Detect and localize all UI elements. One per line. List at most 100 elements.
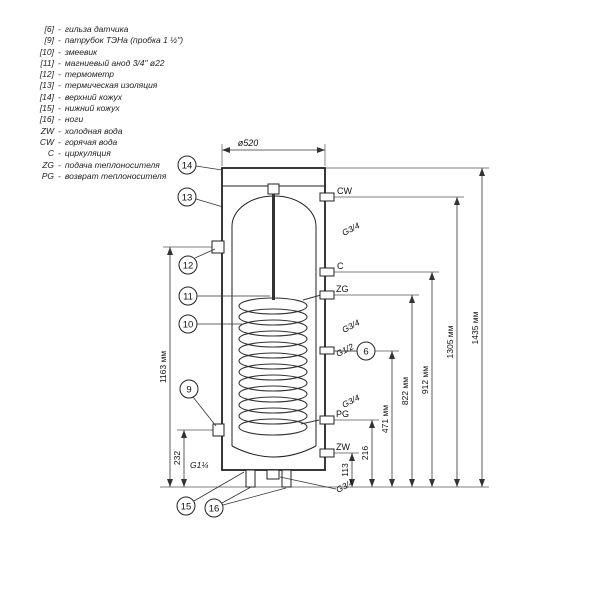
cw-stub	[319, 192, 335, 202]
heating-coil	[238, 294, 322, 436]
legend-row: CW-горячая вода	[28, 137, 183, 148]
legend-row: [14]-верхний кожух	[28, 92, 183, 103]
legend-row: ZW-холодная вода	[28, 126, 183, 137]
legend-key: ZW	[40, 125, 54, 136]
legend-row: [6]-гильза датчика	[28, 24, 183, 35]
callout-6-number: 6	[363, 347, 368, 358]
dim-c-height: 912 мм	[420, 366, 430, 394]
legend-dash: -	[58, 91, 61, 102]
dim-heater-height: 232	[172, 451, 182, 465]
legend-row: [11]-магниевый анод 3/4" ø22	[28, 58, 183, 69]
thread-g12-sensor: G1/2	[334, 341, 355, 359]
legend-key: PG	[41, 170, 54, 181]
legend-key: C	[47, 148, 54, 159]
callout-10-number: 10	[183, 320, 194, 331]
dim-thermometer-height: 1163 мм	[158, 351, 168, 383]
legend-label: магниевый анод 3/4" ø22	[64, 57, 165, 68]
legend-row: [12]-термометр	[28, 69, 183, 80]
legend-label: возврат теплоносителя	[64, 170, 167, 181]
legend-label: нижний кожух	[64, 103, 120, 114]
callout-11: 11	[178, 286, 198, 306]
zg-stub	[319, 290, 335, 300]
coil-supply-pipe	[302, 294, 322, 301]
zw-stub	[319, 448, 335, 458]
callout-balloons: 14 13 12 11 10 9	[176, 155, 376, 518]
c-stub	[319, 267, 335, 277]
callout-13-number: 13	[182, 193, 193, 204]
anode-plug	[267, 183, 280, 195]
legend-dash: -	[58, 114, 61, 125]
thread-g34-zg: G3/4	[340, 317, 361, 335]
legend-row: PG-возврат теплоносителя	[28, 171, 183, 182]
legend-key: [15]	[39, 103, 54, 114]
legend-row: [10]-змеевик	[28, 47, 183, 58]
connection-labels: CW C ZG PG ZW	[336, 186, 352, 452]
bottom-drain-stub	[266, 469, 280, 480]
callout-14: 14	[177, 155, 197, 175]
zw-label: ZW	[336, 442, 350, 452]
callout-leaders	[192, 165, 357, 506]
legend-label: горячая вода	[64, 136, 118, 147]
callout-6: 6	[356, 341, 376, 361]
callout-9: 9	[179, 379, 199, 399]
zg-label: ZG	[336, 284, 349, 294]
dim-sensor-height: 471 мм	[380, 405, 390, 433]
legend: [6]-гильза датчика [9]-патрубок ТЭНа (пр…	[28, 24, 183, 182]
legend-row: [15]-нижний кожух	[28, 103, 183, 114]
sensor-sleeve-stub	[319, 346, 335, 355]
callout-9-number: 9	[186, 385, 191, 396]
legend-dash: -	[58, 125, 61, 136]
legend-dash: -	[58, 170, 61, 181]
callout-16-number: 16	[209, 504, 220, 515]
legend-dash: -	[58, 57, 61, 68]
legend-dash: -	[58, 69, 61, 80]
legend-dash: -	[58, 159, 61, 170]
legend-label: термометр	[64, 69, 115, 80]
dim-zw-height: 113	[340, 463, 350, 477]
coil-return-pipe	[300, 419, 320, 425]
dim-cw-height: 1305 мм	[445, 325, 455, 358]
thermometer-boss	[211, 240, 225, 254]
dim-total-height: 1435 мм	[470, 311, 480, 344]
legend-label: ноги	[64, 114, 84, 125]
legend-dash: -	[58, 35, 61, 46]
cw-label: CW	[337, 186, 352, 196]
pg-label: PG	[336, 409, 349, 419]
callout-15: 15	[176, 496, 196, 516]
legend-dash: -	[58, 24, 61, 34]
legend-label: циркуляция	[64, 148, 111, 159]
legend-key: [12]	[39, 69, 54, 80]
legend-row: [13]-термическая изоляция	[28, 80, 183, 91]
pg-stub	[319, 415, 335, 425]
leg-left	[245, 469, 256, 488]
bottom-thread-leader	[279, 476, 337, 490]
legend-label: гильза датчика	[64, 24, 129, 34]
legend-key: [10]	[39, 46, 54, 57]
legend-row: [16]-ноги	[28, 114, 183, 125]
legend-key: [9]	[44, 35, 54, 46]
tank	[221, 167, 326, 471]
diameter-label: ø520	[238, 138, 259, 148]
callout-11-number: 11	[183, 292, 193, 303]
legend-row: C-циркуляция	[28, 148, 183, 159]
legend-key: ZG	[42, 159, 54, 170]
c-label: C	[337, 261, 344, 271]
legend-dash: -	[58, 46, 61, 57]
legend-label: термическая изоляция	[64, 80, 158, 91]
thread-g114-heater: G1¼	[190, 460, 208, 470]
legend-dash: -	[58, 103, 61, 114]
legend-key: [13]	[39, 80, 54, 91]
legend-label: верхний кожух	[64, 91, 123, 102]
legend-row: [9]-патрубок ТЭНа (пробка 1 ½")	[28, 35, 184, 46]
dimension-labels: ø520 113 216 471 мм 822 мм 912 мм 1305 м…	[158, 138, 480, 477]
heater-port-boss	[212, 423, 225, 437]
thread-g34-c: G3/4	[340, 220, 361, 238]
callout-16: 16	[204, 498, 224, 518]
callout-14-number: 14	[182, 161, 193, 172]
callout-15-number: 15	[181, 502, 192, 513]
callout-12: 12	[178, 255, 198, 275]
legend-row: ZG-подача теплоносителя	[28, 160, 183, 171]
legend-label: змеевик	[64, 46, 98, 57]
callout-12-number: 12	[183, 261, 194, 272]
